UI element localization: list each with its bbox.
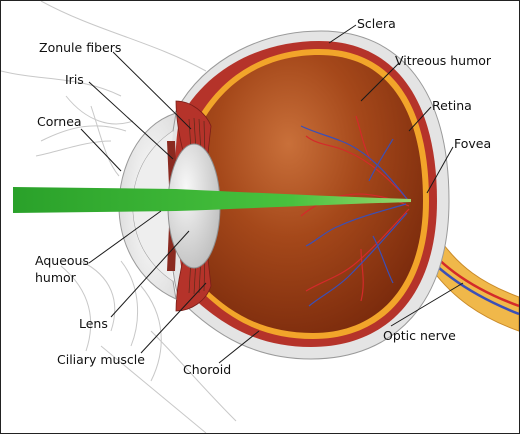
label-sclera: Sclera xyxy=(357,16,396,31)
label-vitreous-humor: Vitreous humor xyxy=(395,53,492,68)
label-choroid: Choroid xyxy=(183,362,231,377)
label-lens: Lens xyxy=(79,316,108,331)
label-aqueous-humor-line2: humor xyxy=(35,270,77,285)
light-beam xyxy=(13,187,411,213)
labels: Sclera Zonule fibers Vitreous humor Iris… xyxy=(35,16,492,377)
label-cornea: Cornea xyxy=(37,114,82,129)
leader-lines xyxy=(80,24,464,364)
label-optic-nerve: Optic nerve xyxy=(383,328,456,343)
label-ciliary-muscle: Ciliary muscle xyxy=(57,352,145,367)
label-iris: Iris xyxy=(65,72,84,87)
label-zonule-fibers: Zonule fibers xyxy=(39,40,121,55)
label-aqueous-humor-line1: Aqueous xyxy=(35,253,89,268)
label-retina: Retina xyxy=(432,98,472,113)
vitreous-body xyxy=(206,55,423,333)
face-outline xyxy=(1,1,237,433)
label-fovea: Fovea xyxy=(454,136,491,151)
